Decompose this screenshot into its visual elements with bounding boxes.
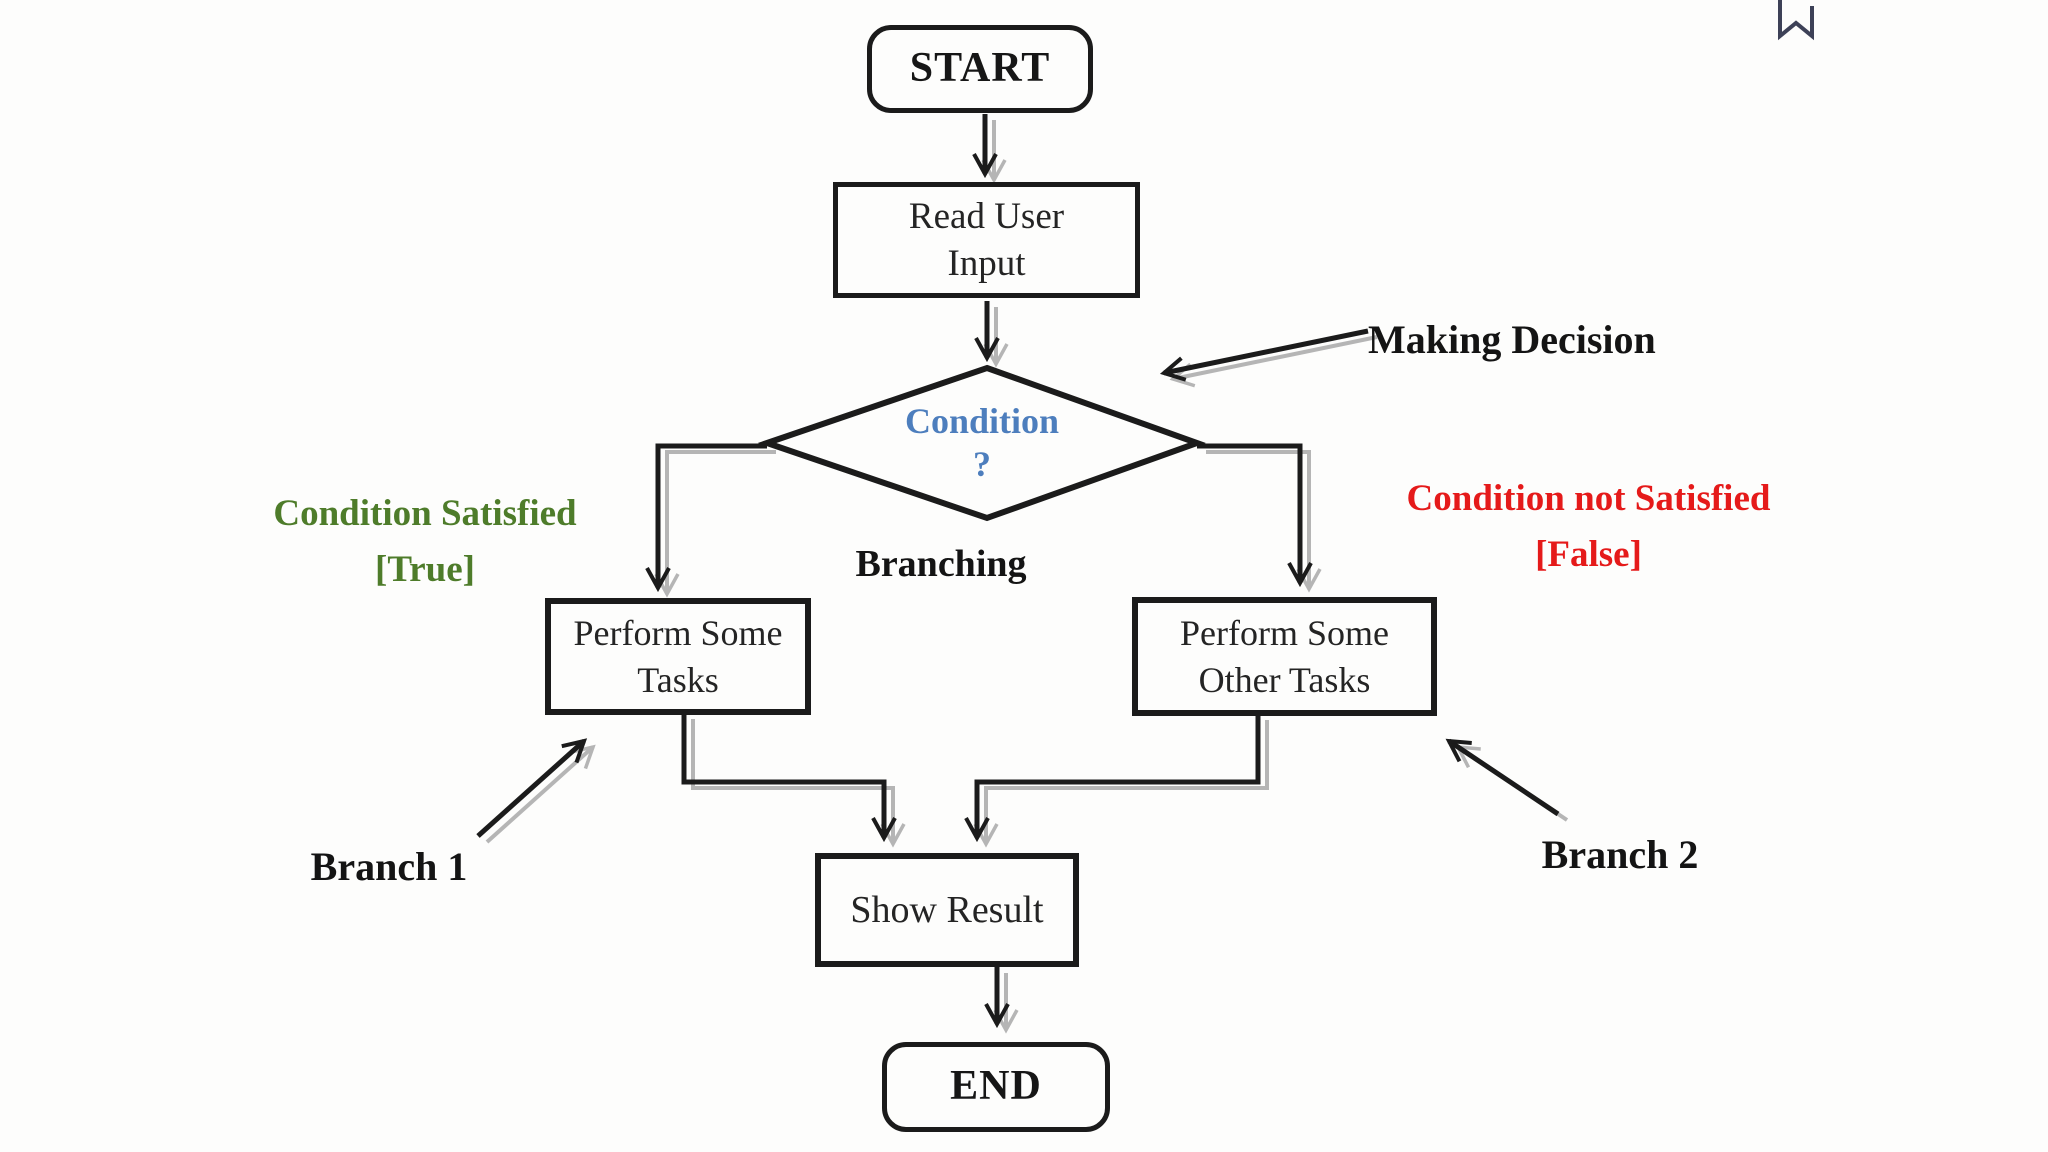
condition-label-line1: Condition — [904, 400, 1060, 441]
branch2-label: Branch 2 — [1541, 832, 1699, 877]
branch1-label: Branch 1 — [310, 844, 468, 889]
connector-task-false-to-show-result — [964, 714, 1261, 843]
condition-satisfied-line2: [True] — [375, 548, 475, 590]
condition-satisfied-label: Condition Satisfied [True] — [195, 486, 655, 597]
task-true-label-line1: Perform Some — [573, 613, 783, 654]
making-decision-pointer-arrow — [1159, 328, 1369, 382]
read-input-node: Read User Input — [833, 182, 1140, 298]
read-input-label-line1: Read User — [908, 195, 1065, 237]
bookmark-icon[interactable] — [1772, 0, 1820, 48]
task-false-label-line2: Other Tasks — [1198, 659, 1371, 700]
branch2-pointer-arrow — [1445, 738, 1560, 817]
branch1-pointer-arrow — [476, 738, 588, 838]
connector-condition-to-task-false — [1197, 443, 1313, 588]
decision-diamond — [757, 364, 1206, 522]
connector-task-true-to-show-result — [681, 713, 897, 843]
condition-satisfied-line1: Condition Satisfied — [273, 493, 577, 534]
task-true-label-line2: Tasks — [637, 659, 719, 700]
task-false-label-line1: Perform Some — [1180, 613, 1389, 654]
start-label: START — [909, 45, 1051, 92]
condition-label-line2: ? — [973, 444, 991, 484]
branching-label: Branching — [855, 543, 1027, 585]
task-true-node: Perform Some Tasks — [545, 598, 811, 715]
connector-condition-to-task-true — [645, 443, 767, 593]
condition-not-satisfied-line2: [False] — [1535, 533, 1642, 575]
start-node: START — [867, 25, 1093, 113]
read-input-label-line2: Input — [947, 243, 1026, 284]
end-node: END — [882, 1042, 1110, 1132]
condition-not-satisfied-label: Condition not Satisfied [False] — [1356, 471, 1821, 582]
condition-not-satisfied-line1: Condition not Satisfied — [1406, 478, 1771, 519]
task-false-node: Perform Some Other Tasks — [1132, 597, 1437, 716]
show-result-node: Show Result — [815, 853, 1079, 967]
making-decision-label: Making Decision — [1368, 317, 1656, 362]
end-label: END — [950, 1063, 1042, 1110]
condition-node-label: Condition ? — [767, 368, 1197, 518]
connectors — [476, 114, 1560, 1029]
show-result-label: Show Result — [850, 888, 1044, 931]
